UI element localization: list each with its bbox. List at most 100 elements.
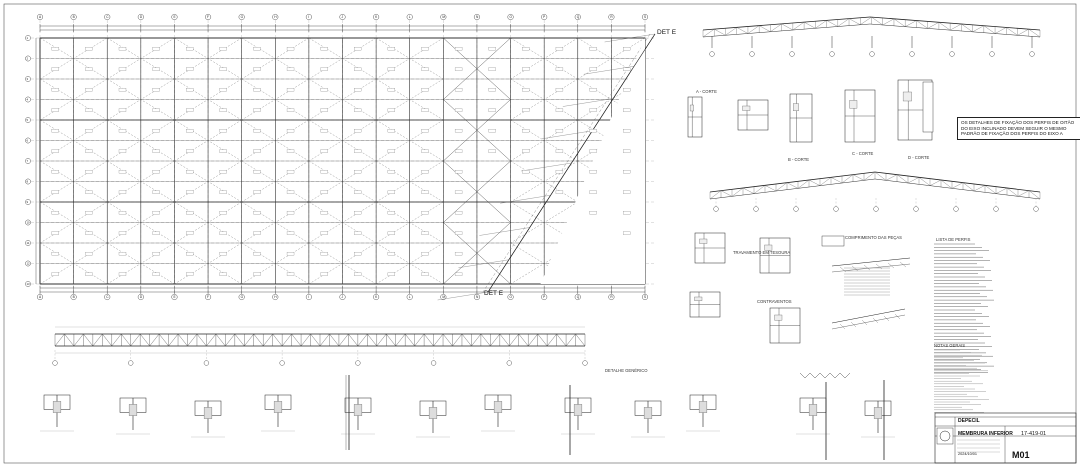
member-tag <box>186 88 194 92</box>
axis-bubble-top <box>541 13 548 20</box>
truss-diagonal <box>528 333 538 347</box>
axis-label-top: L <box>409 15 411 19</box>
gable-truss-mid-bottom-right <box>874 178 1041 200</box>
member-tag <box>219 149 227 153</box>
axis-label-left: 13 <box>27 282 31 286</box>
member-tag <box>623 149 631 153</box>
member-tag <box>387 108 395 112</box>
gable-truss-top-top-right <box>869 16 1041 31</box>
member-tag <box>320 67 328 71</box>
member-tag <box>589 129 597 133</box>
axis-label-top: Q <box>577 15 580 19</box>
axis-label-bottom: I <box>308 295 309 299</box>
truss-diagonal <box>206 333 217 347</box>
member-tag <box>118 129 127 133</box>
title-block-date: 2024/10/01 <box>958 452 978 456</box>
gable-truss-mid-top-right <box>874 171 1041 193</box>
axis-label-bottom: Q <box>577 295 580 299</box>
member-tag <box>253 67 261 71</box>
gable-axis-bubble <box>993 206 999 212</box>
rafter-detail-2-web <box>839 323 846 330</box>
bracing-diagonal <box>443 222 511 285</box>
general-notes-label: NOTAS GERAIS <box>934 343 966 348</box>
axis-bubble-top <box>574 13 581 20</box>
deck-profile <box>834 372 841 379</box>
member-tag <box>253 170 261 174</box>
gable-truss-top-bottom-right <box>869 23 1041 38</box>
deck-profile <box>809 372 816 379</box>
truss-axis-bubble <box>128 360 134 366</box>
title-block-logo-circle <box>939 430 951 442</box>
gable-axis-bubble <box>793 206 799 212</box>
member-tag <box>421 211 429 215</box>
member-tag <box>387 170 395 174</box>
deck-profile <box>824 372 831 379</box>
rafter-detail-2 <box>831 308 906 324</box>
bracing-diagonal <box>174 160 242 203</box>
truss-diagonal <box>348 333 358 347</box>
member-tag <box>387 231 395 235</box>
truss-diagonal <box>140 333 150 347</box>
gable-axis-bubble <box>1029 51 1035 57</box>
axis-label-bottom: K <box>375 295 378 299</box>
inclined-purlin <box>583 66 635 75</box>
member-tag <box>286 252 295 256</box>
truss-diagonal <box>282 333 292 347</box>
gable-truss-mid-web <box>995 187 1008 194</box>
truss-diagonal <box>111 333 122 347</box>
axis-label-top: B <box>73 15 75 19</box>
gable-truss-top-web <box>882 18 895 26</box>
member-tag <box>454 88 463 92</box>
gable-truss-mid-web <box>896 174 909 184</box>
gable-truss-top-web <box>770 23 782 32</box>
member-tag <box>320 88 328 92</box>
bracing-diagonal <box>241 160 309 203</box>
bottom-detail-plate <box>273 401 283 413</box>
rafter-detail-2 <box>831 314 906 330</box>
inclined-purlin <box>479 227 530 236</box>
member-tag <box>152 47 160 51</box>
bracing-diagonal <box>241 119 309 162</box>
member-tag <box>286 211 295 215</box>
axis-label-left: 12 <box>27 262 31 266</box>
member-tag <box>522 108 530 112</box>
member-tag <box>118 108 127 112</box>
gable-truss-top-web <box>815 20 827 29</box>
member-tag <box>219 129 227 133</box>
gable-truss-mid-web <box>764 185 777 192</box>
gable-axis-bubble <box>873 206 879 212</box>
member-tag <box>555 170 564 174</box>
title-block-logo <box>936 427 954 445</box>
bracing-diagonal <box>308 242 377 285</box>
gable-truss-top-web <box>972 25 984 32</box>
axis-label-left: 8 <box>27 180 29 184</box>
bracing-diagonal <box>376 37 444 80</box>
member-tag <box>623 129 631 133</box>
truss-diagonal <box>234 333 245 347</box>
member-tag <box>387 211 395 215</box>
member-tag <box>522 149 530 153</box>
truss-diagonal <box>518 333 529 347</box>
member-tag <box>589 170 597 174</box>
bracing-diagonal <box>241 201 309 244</box>
axis-bubble-top <box>70 13 77 20</box>
member-tag <box>51 252 59 256</box>
det-e-top-label: DET E <box>657 29 677 36</box>
member-tag <box>623 88 631 92</box>
member-tag <box>253 149 261 153</box>
member-tag <box>488 67 496 71</box>
gable-truss-mid-web <box>841 174 854 184</box>
member-tag <box>118 211 127 215</box>
profile-list-label: LISTA DE PERFIS <box>936 237 971 242</box>
truss-diagonal <box>196 333 207 347</box>
member-tag <box>623 231 631 235</box>
title-block-sheet: M01 <box>1012 450 1030 460</box>
axis-bubble-top <box>272 13 279 20</box>
gable-truss-mid-web <box>720 190 733 197</box>
truss-diagonal <box>130 333 141 347</box>
member-tag <box>522 88 530 92</box>
bracing-diagonal <box>39 119 108 162</box>
gable-axis-bubble <box>709 51 715 57</box>
inclined-purlin <box>521 162 572 172</box>
member-tag <box>354 272 362 276</box>
